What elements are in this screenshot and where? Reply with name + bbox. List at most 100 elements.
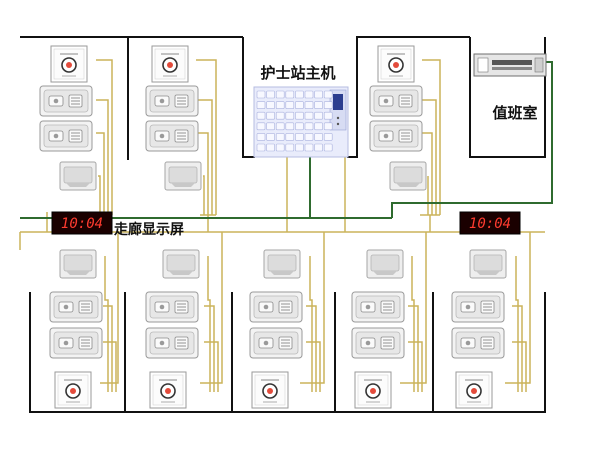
- host-keypad[interactable]: [256, 90, 333, 152]
- corridor-display-label: 走廊显示屏: [114, 221, 184, 238]
- host-key[interactable]: [295, 143, 304, 152]
- host-key[interactable]: [256, 143, 266, 152]
- duty-unit-icon[interactable]: [473, 53, 547, 77]
- bedside-extension-icon[interactable]: [369, 120, 423, 152]
- call-button-icon[interactable]: [377, 45, 415, 83]
- bedside-extension-icon[interactable]: [39, 85, 93, 117]
- host-key[interactable]: [295, 111, 304, 120]
- corridor-display-time-right: 10:04: [469, 216, 511, 232]
- bedside-extension-icon[interactable]: [49, 327, 103, 359]
- host-key[interactable]: [304, 111, 314, 120]
- corridor-display-left: 10:04: [51, 211, 113, 235]
- bedside-extension-icon[interactable]: [145, 291, 199, 323]
- room-walls: [20, 36, 546, 413]
- host-key[interactable]: [314, 90, 323, 99]
- host-key[interactable]: [266, 133, 275, 141]
- host-key[interactable]: [275, 101, 285, 109]
- host-key[interactable]: [285, 101, 295, 109]
- host-key[interactable]: [295, 122, 304, 131]
- door-display-icon: [59, 249, 97, 279]
- host-key[interactable]: [323, 133, 333, 141]
- door-display-icon: [389, 161, 427, 191]
- bedside-extension-icon[interactable]: [249, 291, 303, 323]
- bedside-extension-icon[interactable]: [39, 120, 93, 152]
- call-button-icon[interactable]: [54, 371, 92, 409]
- bedside-extension-icon[interactable]: [49, 291, 103, 323]
- room-top-1: [39, 45, 97, 191]
- host-key[interactable]: [323, 101, 333, 109]
- bedside-extension-icon[interactable]: [249, 327, 303, 359]
- host-key[interactable]: [275, 111, 285, 120]
- host-key[interactable]: [295, 133, 304, 141]
- host-key[interactable]: [285, 133, 295, 141]
- call-button-icon[interactable]: [251, 371, 289, 409]
- room-bottom-3: [249, 249, 303, 409]
- host-key[interactable]: [256, 133, 266, 141]
- bedside-extension-icon[interactable]: [145, 327, 199, 359]
- host-key[interactable]: [266, 101, 275, 109]
- door-display-icon: [164, 161, 202, 191]
- bedside-extension-icon[interactable]: [145, 120, 199, 152]
- room-bottom-2: [145, 249, 200, 409]
- room-bottom-4: [351, 249, 405, 409]
- bedside-extension-icon[interactable]: [145, 85, 199, 117]
- room-top-3: [369, 45, 427, 191]
- host-key[interactable]: [275, 122, 285, 131]
- host-key[interactable]: [266, 90, 275, 99]
- host-key[interactable]: [285, 111, 295, 120]
- host-key[interactable]: [275, 143, 285, 152]
- bedside-extension-icon[interactable]: [451, 291, 505, 323]
- host-key[interactable]: [314, 143, 323, 152]
- host-key[interactable]: [266, 111, 275, 120]
- host-key[interactable]: [304, 143, 314, 152]
- nurse-station-host-label: 护士站主机: [260, 64, 335, 82]
- door-display-icon: [59, 161, 97, 191]
- host-key[interactable]: [256, 90, 266, 99]
- duty-room-label: 值班室: [492, 104, 537, 122]
- corridor-display-time-left: 10:04: [61, 216, 103, 232]
- host-key[interactable]: [256, 101, 266, 109]
- host-key[interactable]: [304, 133, 314, 141]
- host-key[interactable]: [285, 122, 295, 131]
- host-key[interactable]: [275, 90, 285, 99]
- bedside-extension-icon[interactable]: [369, 85, 423, 117]
- host-key[interactable]: [323, 143, 333, 152]
- host-key[interactable]: [285, 143, 295, 152]
- host-key[interactable]: [285, 90, 295, 99]
- call-button-icon[interactable]: [50, 45, 88, 83]
- door-display-icon: [366, 249, 404, 279]
- host-key[interactable]: [314, 133, 323, 141]
- room-bottom-1: [49, 249, 103, 409]
- host-key[interactable]: [314, 111, 323, 120]
- host-key[interactable]: [304, 90, 314, 99]
- room-top-2: [145, 45, 202, 191]
- bedside-extension-icon[interactable]: [351, 327, 405, 359]
- call-button-icon[interactable]: [151, 45, 189, 83]
- host-key[interactable]: [295, 90, 304, 99]
- call-button-icon[interactable]: [354, 371, 392, 409]
- door-display-icon: [162, 249, 200, 279]
- door-display-icon: [469, 249, 507, 279]
- host-key[interactable]: [275, 133, 285, 141]
- host-key[interactable]: [266, 122, 275, 131]
- host-key[interactable]: [323, 111, 333, 120]
- host-key[interactable]: [256, 111, 266, 120]
- door-display-icon: [263, 249, 301, 279]
- call-button-icon[interactable]: [149, 371, 187, 409]
- host-key[interactable]: [304, 101, 314, 109]
- room-bottom-5: [451, 249, 507, 409]
- host-key[interactable]: [314, 122, 323, 131]
- host-key[interactable]: [314, 101, 323, 109]
- nurse-station-host[interactable]: [253, 86, 349, 158]
- host-key[interactable]: [266, 143, 275, 152]
- bedside-extension-icon[interactable]: [351, 291, 405, 323]
- host-key[interactable]: [295, 101, 304, 109]
- corridor-display-right: 10:04: [459, 211, 521, 235]
- host-key[interactable]: [323, 122, 333, 131]
- host-key[interactable]: [323, 90, 333, 99]
- bedside-extension-icon[interactable]: [451, 327, 505, 359]
- call-button-icon[interactable]: [455, 371, 493, 409]
- host-key[interactable]: [256, 122, 266, 131]
- host-key[interactable]: [304, 122, 314, 131]
